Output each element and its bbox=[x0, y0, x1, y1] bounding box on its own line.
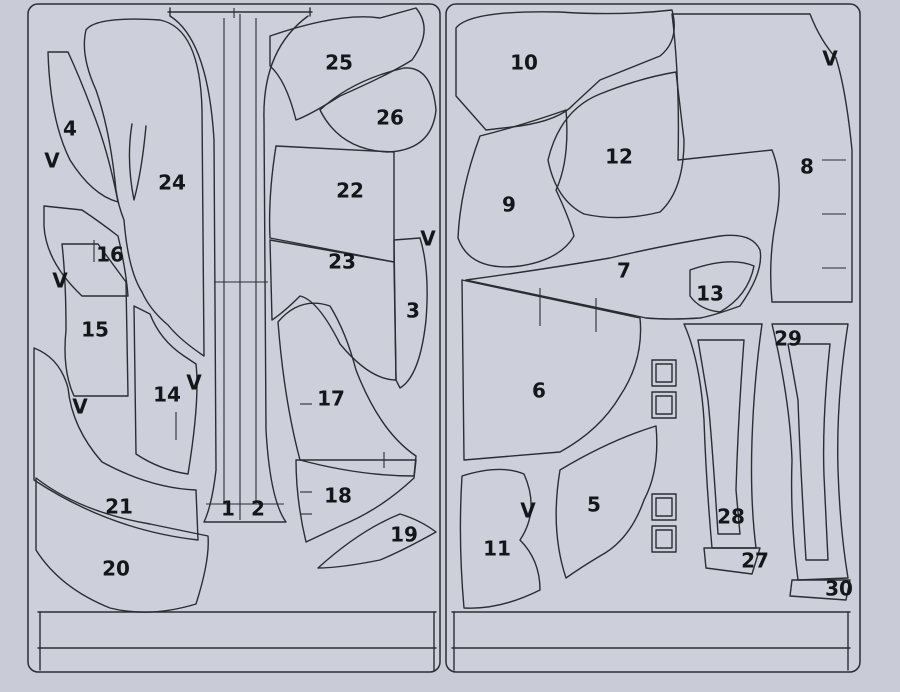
tick-marks bbox=[93, 159, 846, 515]
piece-outline-26 bbox=[319, 67, 437, 153]
piece-number-28: 28 bbox=[717, 505, 745, 529]
piece-number-22: 22 bbox=[336, 179, 364, 203]
piece-number-8: 8 bbox=[800, 155, 814, 179]
piece-outline-27 bbox=[703, 547, 761, 575]
notch-mark: V bbox=[822, 47, 838, 71]
notch-mark: V bbox=[44, 149, 60, 173]
piece-outline-9 bbox=[457, 109, 575, 268]
piece-number-21: 21 bbox=[105, 495, 133, 519]
piece-number-30: 30 bbox=[825, 577, 853, 601]
piece-number-18: 18 bbox=[324, 484, 352, 508]
piece-number-29: 29 bbox=[774, 327, 802, 351]
piece-number-1: 1 bbox=[221, 497, 235, 521]
piece-number-26: 26 bbox=[376, 106, 404, 130]
piece-number-6: 6 bbox=[532, 379, 546, 403]
right-panel bbox=[445, 3, 861, 673]
piece-outline-8 bbox=[671, 13, 853, 303]
piece-outline-5 bbox=[555, 425, 658, 579]
piece-outline-20 bbox=[35, 477, 209, 613]
piece-number-2: 2 bbox=[251, 497, 265, 521]
right-bottom-strip bbox=[451, 611, 851, 671]
notch-mark: V bbox=[52, 269, 68, 293]
piece-number-13: 13 bbox=[696, 282, 724, 306]
piece-labels: 1 2 3 4 5 6 7 8 9 10 11 12 13 14 15 16 1… bbox=[63, 51, 853, 601]
piece-outline-3 bbox=[393, 237, 428, 389]
piece-outline-22 bbox=[268, 145, 395, 263]
piece-outline-23 bbox=[269, 239, 397, 381]
piece-number-7: 7 bbox=[617, 259, 631, 283]
piece-outline-24 bbox=[83, 18, 205, 357]
left-bottom-strip bbox=[37, 611, 437, 671]
piece-number-27: 27 bbox=[741, 549, 769, 573]
piece-outline-14 bbox=[133, 305, 198, 475]
notch-mark: V bbox=[72, 395, 88, 419]
piece-number-10: 10 bbox=[510, 51, 538, 75]
piece-outline-30 bbox=[789, 579, 851, 601]
piece-number-14: 14 bbox=[153, 383, 181, 407]
piece-outline-6 bbox=[461, 279, 642, 461]
piece-outline-17 bbox=[277, 302, 417, 477]
piece-24-detail bbox=[128, 123, 147, 201]
piece-outline-18 bbox=[295, 459, 417, 543]
piece-number-20: 20 bbox=[102, 557, 130, 581]
piece-outline-16 bbox=[43, 205, 129, 297]
piece-number-3: 3 bbox=[406, 299, 420, 323]
piece-outline-1-2 bbox=[167, 7, 313, 523]
piece-number-9: 9 bbox=[502, 193, 516, 217]
notch-mark: V bbox=[520, 499, 536, 523]
notch-mark: V bbox=[186, 371, 202, 395]
piece-outline-15 bbox=[61, 243, 129, 397]
piece-outline-29 bbox=[771, 323, 849, 581]
piece-number-23: 23 bbox=[328, 250, 356, 274]
piece-number-16: 16 bbox=[96, 243, 124, 267]
piece-number-12: 12 bbox=[605, 145, 633, 169]
window-box-group-lower bbox=[651, 493, 677, 553]
piece-number-24: 24 bbox=[158, 171, 186, 195]
piece-number-11: 11 bbox=[483, 537, 511, 561]
piece-outline-21 bbox=[33, 347, 199, 541]
piece-outline-11 bbox=[459, 468, 541, 609]
notch-mark: V bbox=[420, 227, 436, 251]
piece-outline-19 bbox=[317, 513, 437, 569]
piece-number-25: 25 bbox=[325, 51, 353, 75]
piece-outline-12 bbox=[547, 71, 685, 219]
piece-number-19: 19 bbox=[390, 523, 418, 547]
piece-number-5: 5 bbox=[587, 493, 601, 517]
notch-marks: V V V V V V V bbox=[44, 47, 838, 523]
piece-number-4: 4 bbox=[63, 117, 77, 141]
piece-outline-28-inner bbox=[697, 339, 745, 535]
left-panel bbox=[27, 3, 441, 673]
piece-outline-7 bbox=[465, 234, 762, 320]
piece-number-17: 17 bbox=[317, 387, 345, 411]
piece-outline-29-inner bbox=[787, 343, 831, 561]
window-box-group-upper bbox=[651, 359, 677, 419]
piece-outline-13 bbox=[689, 261, 755, 313]
piece-number-15: 15 bbox=[81, 318, 109, 342]
